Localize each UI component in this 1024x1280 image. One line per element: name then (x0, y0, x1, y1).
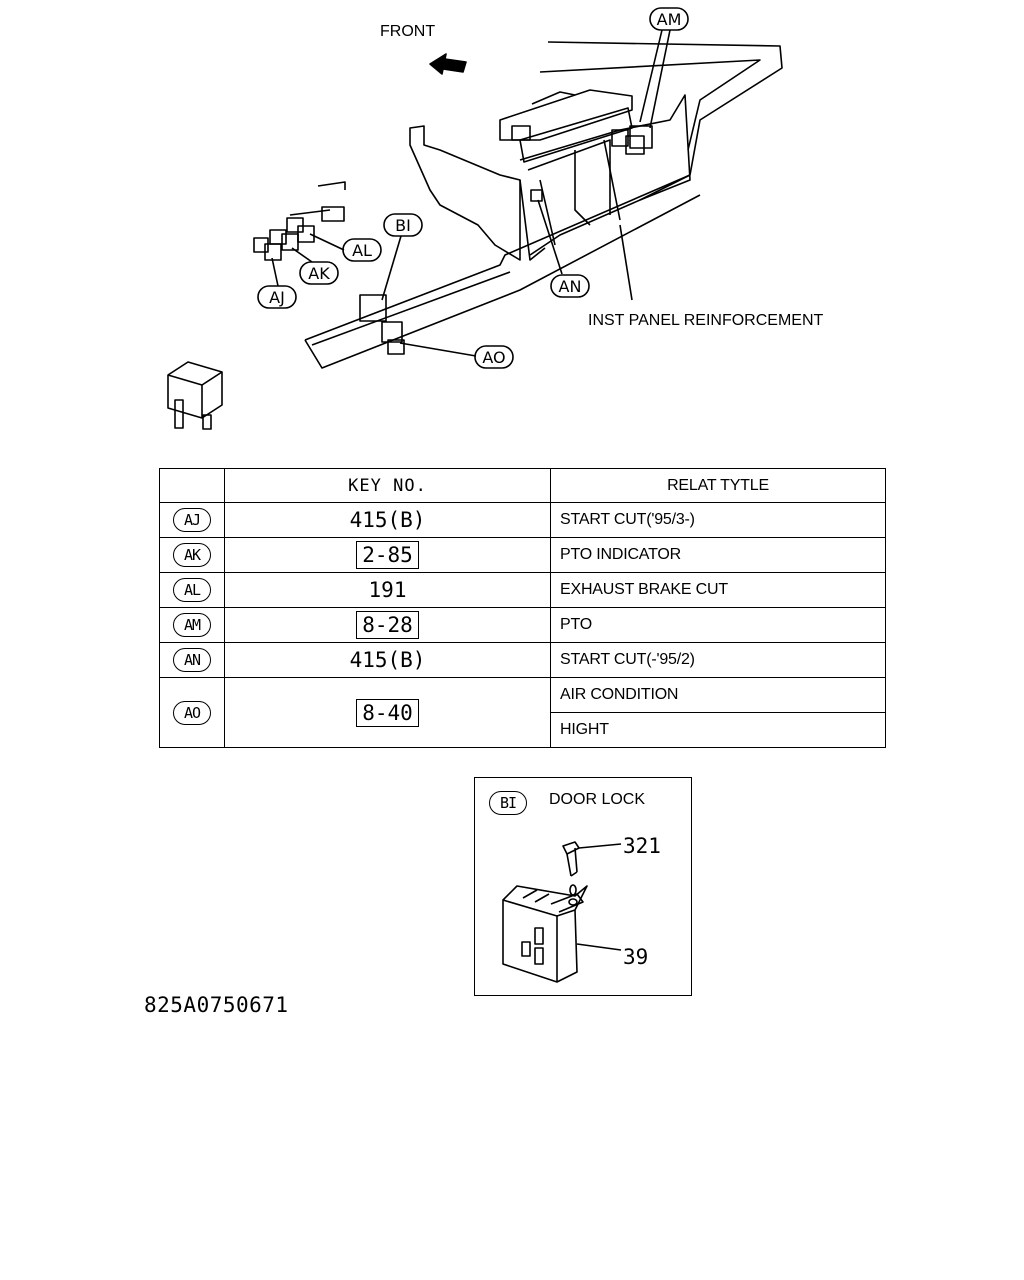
header-key-no: KEY NO. (224, 468, 551, 503)
bi-relay (359, 294, 387, 322)
header-relat-tytle: RELAT TYTLE (550, 468, 886, 503)
relay-location-diagram: FRONT (167, 7, 824, 430)
relay-title: START CUT(-'95/2) (550, 642, 886, 678)
key-number: 415(B) (349, 648, 426, 672)
relay-key-table: KEY NO. RELAT TYTLE AJ 415(B) START CUT(… (159, 468, 886, 748)
part-321: 321 (623, 834, 661, 858)
code-badge: AN (173, 648, 211, 672)
relay-title: START CUT('95/3-) (550, 502, 886, 538)
key-number: 415(B) (349, 508, 426, 532)
table-row: AN 415(B) START CUT(-'95/2) (159, 642, 886, 678)
svg-text:AO: AO (482, 348, 505, 367)
table-row: AK 2-85 PTO INDICATOR (159, 537, 886, 573)
header-code (159, 468, 225, 503)
svg-text:AN: AN (559, 277, 582, 296)
panel-label: INST PANEL REINFORCEMENT (588, 312, 824, 329)
relay-title: PTO (550, 607, 886, 643)
table-header-row: KEY NO. RELAT TYTLE (159, 468, 886, 503)
bolt-icon (562, 841, 580, 896)
relay-title: HIGHT (550, 712, 886, 748)
door-lock-drawing: 321 39 (502, 834, 661, 983)
relay-title: PTO INDICATOR (550, 537, 886, 573)
table-row: AJ 415(B) START CUT('95/3-) (159, 502, 886, 538)
front-arrow-icon (429, 53, 467, 75)
svg-text:BI: BI (395, 216, 411, 235)
table-row: AO 8-40 AIR CONDITION (159, 677, 886, 748)
key-number: 191 (368, 578, 407, 602)
ao-relay (381, 321, 403, 343)
callout-ao: AO (474, 345, 514, 369)
callout-al: AL (342, 238, 382, 262)
chassis-rail (304, 41, 783, 369)
svg-text:AJ: AJ (269, 288, 285, 307)
svg-text:AM: AM (657, 10, 682, 29)
table-row: AL 191 EXHAUST BRAKE CUT (159, 572, 886, 608)
leader-39 (576, 943, 622, 951)
part-39: 39 (623, 945, 648, 969)
leader-lines (271, 29, 671, 357)
relay-cluster-left (253, 181, 346, 261)
code-badge: AM (173, 613, 211, 637)
table-row: AM 8-28 PTO (159, 607, 886, 643)
door-lock-inset: BI DOOR LOCK 321 39 (474, 777, 692, 996)
svg-text:AK: AK (308, 264, 330, 283)
inset-title: DOOR LOCK (549, 791, 646, 808)
svg-text:AL: AL (352, 241, 372, 260)
table-row: HIGHT (160, 712, 886, 748)
door-lock-relay (502, 885, 588, 983)
callout-bi: BI (383, 213, 423, 237)
relay-title: AIR CONDITION (550, 677, 886, 713)
code-badge: AJ (173, 508, 211, 532)
callout-am: AM (649, 7, 689, 31)
code-badge: AK (173, 543, 211, 567)
relay-title: EXHAUST BRAKE CUT (550, 572, 886, 608)
callout-an: AN (550, 274, 590, 298)
key-number-boxed: 2-85 (356, 541, 419, 569)
drawing-number: 825A0750671 (144, 993, 289, 1017)
leader-321 (578, 843, 622, 849)
callout-aj: AJ (257, 285, 297, 309)
relay-icon (167, 361, 223, 430)
key-number-boxed: 8-40 (356, 698, 419, 727)
key-number-boxed: 8-28 (356, 611, 419, 639)
inset-code-badge: BI (489, 791, 527, 815)
front-label: FRONT (380, 23, 435, 40)
code-badge: AO (173, 700, 211, 725)
code-badge: AL (173, 578, 211, 602)
callout-ak: AK (299, 261, 339, 285)
relay-block (499, 89, 653, 202)
